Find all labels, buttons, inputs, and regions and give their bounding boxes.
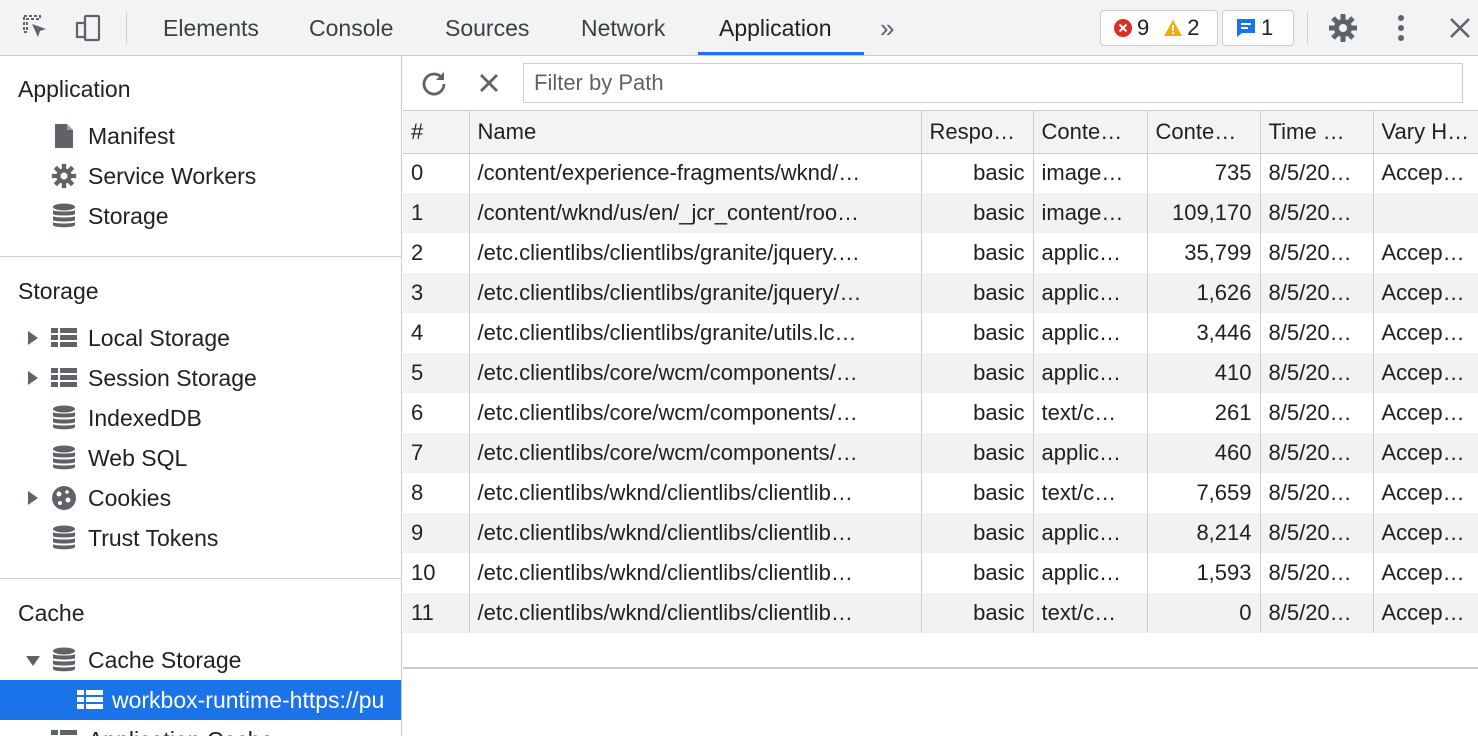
close-icon[interactable] xyxy=(1442,10,1478,46)
table-header-row: # Name Respo… Conte… Conte… Time … Vary … xyxy=(403,111,1478,154)
application-sidebar: Application Manifest Service Workers Sto… xyxy=(0,56,402,736)
tab-application[interactable]: Application xyxy=(719,15,832,41)
table-row[interactable]: 4/etc.clientlibs/clientlibs/granite/util… xyxy=(403,313,1478,353)
cookie-icon xyxy=(50,485,78,511)
table-row[interactable]: 11/etc.clientlibs/wknd/clientlibs/client… xyxy=(403,593,1478,633)
column-header-time-cached[interactable]: Time … xyxy=(1260,111,1374,154)
gear-icon xyxy=(50,163,78,189)
warning-icon xyxy=(1164,20,1183,36)
filter-by-path-input[interactable] xyxy=(523,63,1463,103)
table-row[interactable]: 2/etc.clientlibs/clientlibs/granite/jque… xyxy=(403,233,1478,273)
cache-entries-grid: # Name Respo… Conte… Conte… Time … Vary … xyxy=(403,111,1478,669)
cache-toolbar xyxy=(403,56,1478,111)
database-icon xyxy=(50,203,78,229)
table-row[interactable]: 5/etc.clientlibs/core/wcm/components/…ba… xyxy=(403,353,1478,393)
column-header-vary-header[interactable]: Vary H… xyxy=(1373,111,1478,154)
sidebar-item-application-cache[interactable]: Application Cache xyxy=(0,720,401,736)
tab-sources[interactable]: Sources xyxy=(445,15,530,41)
table-row[interactable]: 9/etc.clientlibs/wknd/clientlibs/clientl… xyxy=(403,513,1478,553)
cache-entries-table: # Name Respo… Conte… Conte… Time … Vary … xyxy=(403,111,1478,633)
section-title-application: Application xyxy=(18,76,131,102)
table-row[interactable]: 7/etc.clientlibs/core/wcm/components/…ba… xyxy=(403,433,1478,473)
toolbar-divider xyxy=(126,12,127,44)
tab-console[interactable]: Console xyxy=(309,15,394,41)
error-count: 9 xyxy=(1113,15,1149,41)
sidebar-item-indexeddb[interactable]: IndexedDB xyxy=(0,398,401,438)
table-row[interactable]: 10/etc.clientlibs/wknd/clientlibs/client… xyxy=(403,553,1478,593)
table-row[interactable]: 6/etc.clientlibs/core/wcm/components/…ba… xyxy=(403,393,1478,433)
sidebar-item-service-workers[interactable]: Service Workers xyxy=(0,156,401,196)
device-toolbar-icon[interactable] xyxy=(70,10,106,46)
warning-count: 2 xyxy=(1163,15,1200,41)
tab-network[interactable]: Network xyxy=(581,15,666,41)
message-icon xyxy=(1237,19,1255,37)
sidebar-item-trust-tokens[interactable]: Trust Tokens xyxy=(0,518,401,558)
database-icon xyxy=(50,647,78,673)
expand-arrow-icon[interactable] xyxy=(28,371,38,385)
table-row[interactable]: 0/content/experience-fragments/wknd/…bas… xyxy=(403,153,1478,193)
table-row[interactable]: 1/content/wknd/us/en/_jcr_content/roo…ba… xyxy=(403,193,1478,233)
column-header-response-type[interactable]: Respo… xyxy=(921,111,1034,154)
devtools-toolbar: Elements Console Sources Network Applica… xyxy=(0,0,1478,56)
refresh-icon[interactable] xyxy=(416,65,452,101)
column-header-content-length[interactable]: Conte… xyxy=(1147,111,1261,154)
sidebar-item-session-storage[interactable]: Session Storage xyxy=(0,358,401,398)
sidebar-item-cookies[interactable]: Cookies xyxy=(0,478,401,518)
messages-counter[interactable]: 1 xyxy=(1222,10,1294,46)
table-row[interactable]: 8/etc.clientlibs/wknd/clientlibs/clientl… xyxy=(403,473,1478,513)
sidebar-item-storage-overview[interactable]: Storage xyxy=(0,196,401,236)
sidebar-item-manifest[interactable]: Manifest xyxy=(0,116,401,156)
expand-arrow-icon[interactable] xyxy=(28,331,38,345)
section-title-storage: Storage xyxy=(18,278,99,304)
table-row[interactable]: 3/etc.clientlibs/clientlibs/granite/jque… xyxy=(403,273,1478,313)
grid-icon xyxy=(50,365,78,391)
grid-icon xyxy=(76,687,104,713)
grid-icon xyxy=(50,325,78,351)
tab-elements[interactable]: Elements xyxy=(163,15,259,41)
sidebar-item-cache-storage[interactable]: Cache Storage xyxy=(0,640,401,680)
active-tab-indicator xyxy=(698,52,864,55)
more-options-icon[interactable] xyxy=(1383,10,1419,46)
sidebar-item-local-storage[interactable]: Local Storage xyxy=(0,318,401,358)
grid-icon xyxy=(50,727,78,736)
message-count: 1 xyxy=(1235,15,1273,41)
inspect-element-icon[interactable] xyxy=(18,10,54,46)
file-icon xyxy=(50,123,78,149)
issues-counter[interactable]: 9 2 xyxy=(1100,10,1218,46)
entry-preview-pane xyxy=(403,670,1478,736)
database-icon xyxy=(50,445,78,471)
delete-selected-icon[interactable] xyxy=(471,65,507,101)
toolbar-divider xyxy=(1307,12,1308,44)
column-header-index[interactable]: # xyxy=(403,111,470,154)
column-header-content-type[interactable]: Conte… xyxy=(1033,111,1148,154)
section-divider xyxy=(0,256,401,257)
error-icon xyxy=(1114,19,1132,37)
column-header-name[interactable]: Name xyxy=(469,111,922,154)
sidebar-item-web-sql[interactable]: Web SQL xyxy=(0,438,401,478)
database-icon xyxy=(50,525,78,551)
cache-storage-panel: # Name Respo… Conte… Conte… Time … Vary … xyxy=(403,56,1478,736)
settings-gear-icon[interactable] xyxy=(1325,10,1361,46)
section-divider xyxy=(0,578,401,579)
section-title-cache: Cache xyxy=(18,600,85,626)
more-tabs-button[interactable]: » xyxy=(880,13,895,43)
expand-arrow-icon[interactable] xyxy=(28,491,38,505)
database-icon xyxy=(50,405,78,431)
collapse-arrow-icon[interactable] xyxy=(26,656,40,666)
sidebar-item-workbox-runtime-cache[interactable]: workbox-runtime-https://pu xyxy=(0,680,401,720)
